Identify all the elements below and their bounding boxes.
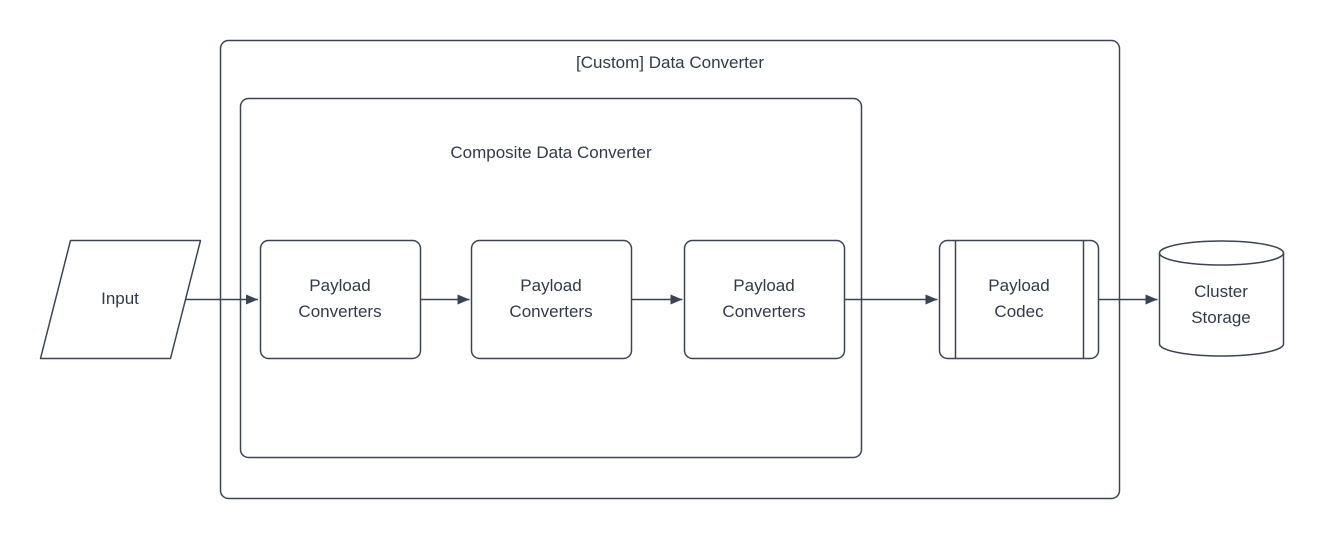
- payload-codec-node: [938, 239, 1100, 360]
- cluster-storage-node: [1158, 240, 1285, 357]
- payload-converters-node-3: [683, 239, 846, 360]
- payload-converters-node-1: [259, 239, 422, 360]
- outer-container-custom-data-converter: [219, 39, 1121, 500]
- input-node: [39, 239, 202, 360]
- inner-container-composite-data-converter: [239, 97, 863, 459]
- payload-converters-node-2: [470, 239, 633, 360]
